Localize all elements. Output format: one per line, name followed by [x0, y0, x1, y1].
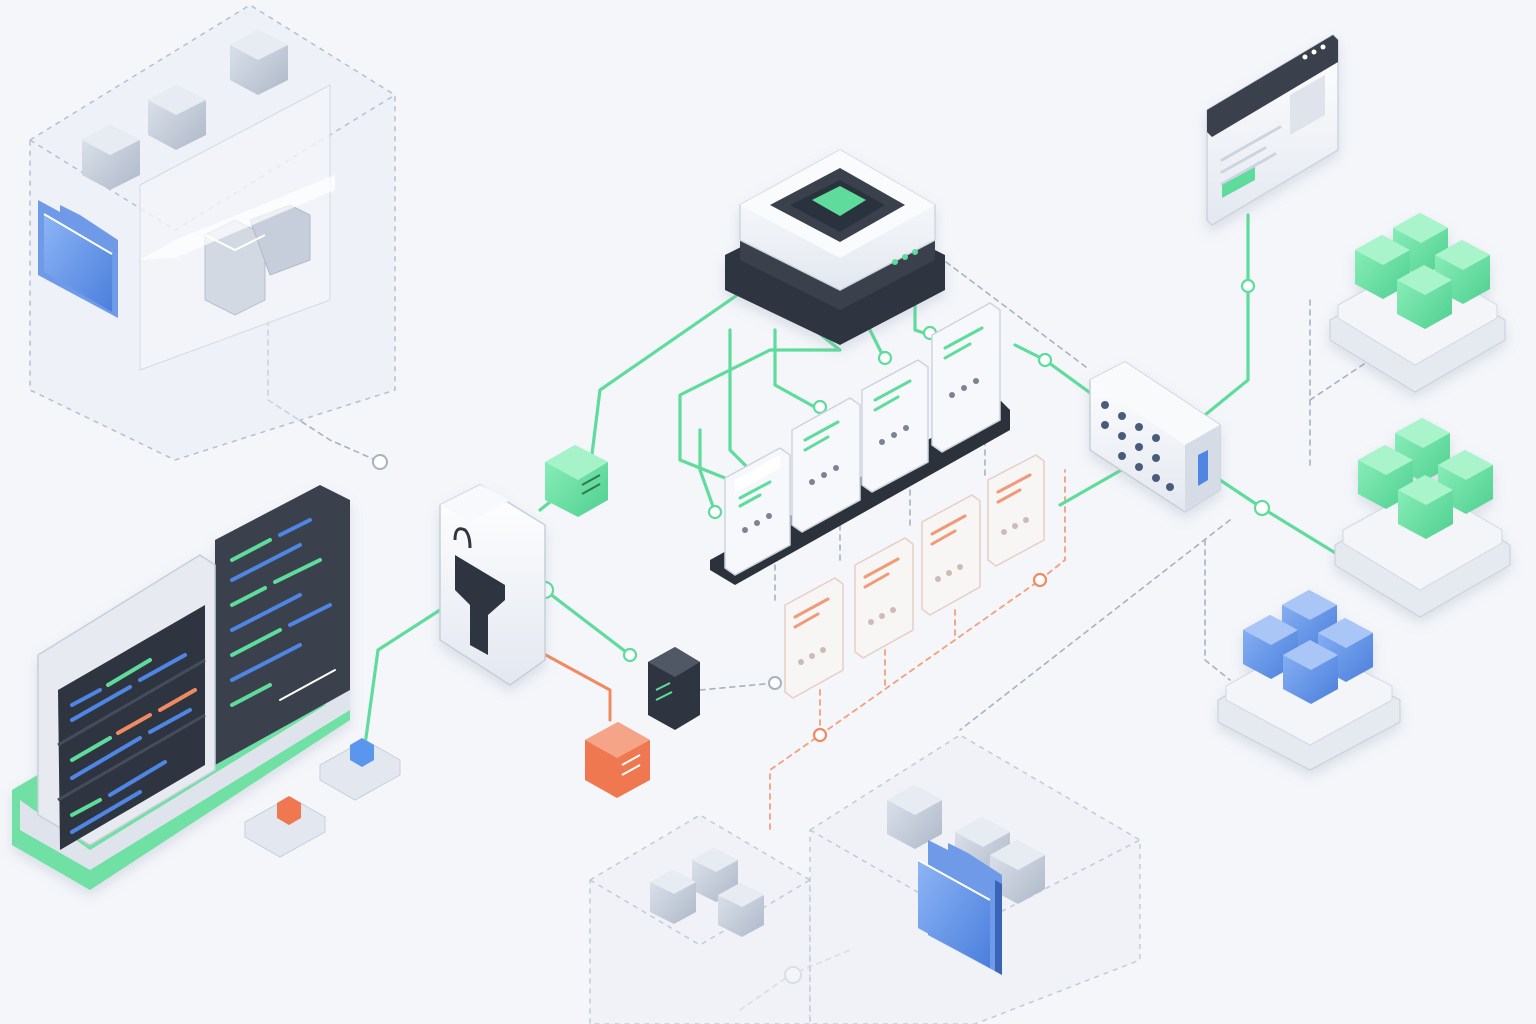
link-chip-to-card-2: [773, 328, 822, 412]
network-switch-icon: [1089, 361, 1221, 513]
cube-icon: [1355, 235, 1410, 299]
node: [1032, 572, 1048, 588]
node: [622, 647, 638, 663]
container-tray: [140, 175, 335, 260]
document-card-icon: [724, 447, 791, 576]
folder-icon: [38, 200, 118, 318]
link-chip-to-switch: [929, 249, 1091, 371]
cube-icon: [718, 883, 764, 937]
node: [707, 504, 723, 520]
link-switch-to-blue: [1204, 539, 1231, 681]
document-card-icon: [921, 494, 981, 616]
cube-icon: [692, 848, 738, 902]
funnel-shape: [455, 555, 505, 655]
cube-icon: [1397, 265, 1452, 329]
cube-icon: [148, 85, 206, 150]
link-server-to-orange: [699, 682, 776, 691]
node: [812, 727, 828, 743]
orange-drop-4: [1039, 469, 1066, 581]
link-switch-to-stack-2: [1203, 468, 1357, 567]
output-stack-green-1: [1329, 213, 1506, 393]
chip-led: [812, 186, 866, 216]
cube-icon: [82, 125, 140, 190]
browser-titlebar: [1207, 35, 1338, 137]
node: [1240, 278, 1256, 294]
cube-icon: [887, 785, 942, 849]
orange-bus: [819, 579, 1041, 736]
input-pad-blue: [319, 738, 401, 801]
bottom-container-right: [809, 734, 1141, 1024]
node: [768, 676, 782, 690]
document-card-icon: [784, 577, 844, 699]
code-lines-front: [70, 653, 197, 834]
node: [1037, 352, 1053, 368]
node: [812, 399, 828, 415]
link-editor-to-funnel: [363, 608, 442, 747]
output-stack-blue: [1217, 590, 1401, 771]
bottom-container-left: [589, 814, 811, 1024]
cube-icon: [1283, 640, 1338, 704]
link-funnel-to-server: [543, 588, 632, 657]
orange-drop-1: [769, 689, 821, 831]
node: [1253, 499, 1271, 517]
link-browser-to-switch: [1203, 213, 1250, 417]
document-card-icon: [854, 537, 914, 659]
server-box-icon: [648, 647, 700, 730]
output-stack-green-2: [1334, 418, 1511, 618]
document-card-icon: [791, 397, 861, 533]
orange-dashed-links: [769, 469, 1066, 831]
node: [372, 454, 388, 470]
node: [877, 350, 893, 366]
document-card-icon: [861, 359, 929, 493]
folder-icon: [917, 840, 1002, 975]
processor-chip-icon: [725, 149, 945, 345]
link-switch-to-bottom: [959, 519, 1231, 731]
cube-icon: [650, 870, 696, 924]
browser-window-icon: [1206, 34, 1339, 226]
document-card-icon: [931, 302, 1001, 453]
link-down-card: [698, 428, 717, 514]
link-orange-to-switch: [1058, 463, 1132, 507]
code-lines-back: [230, 518, 336, 707]
orange-output-box: [585, 722, 650, 798]
cube-icon: [1398, 475, 1453, 539]
link-cards-to-switch: [1013, 343, 1102, 402]
cube-icon: [230, 30, 288, 95]
document-card-icon: [987, 454, 1045, 567]
cube-icon: [990, 840, 1045, 904]
code-editor-icon: [12, 485, 350, 890]
link-funnel-to-orange-box: [531, 646, 612, 722]
connector-plug-icon: [204, 204, 311, 316]
link-switch-to-stack-1: [1309, 359, 1371, 401]
input-pad-orange: [244, 796, 326, 858]
green-processor-box: [545, 445, 608, 517]
storage-container: [29, 4, 396, 461]
link-chip-to-card-1b: [728, 328, 752, 472]
funnel-filter-icon: [439, 484, 546, 686]
